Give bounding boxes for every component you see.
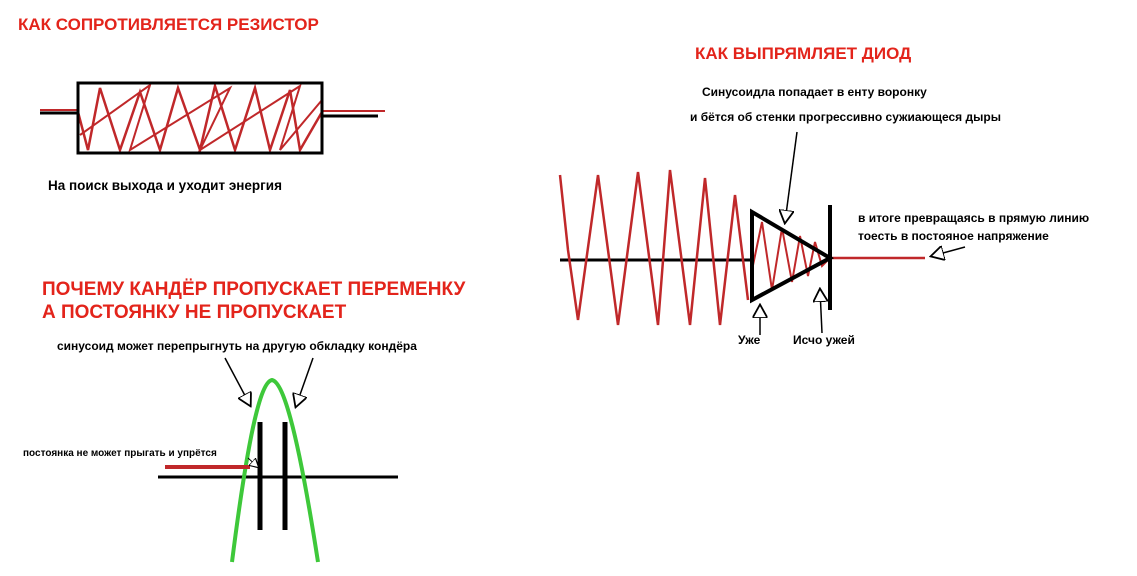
diode-label-narrow: Уже: [738, 333, 761, 347]
diode-result-line1: в итоге превращаясь в прямую линию: [858, 211, 1090, 225]
capacitor-sine-note: синусоид может перепрыгнуть на другую об…: [57, 339, 417, 353]
diode-note-line1: Синусоидла попадает в енту воронку: [702, 85, 927, 99]
capacitor-title-line2: А ПОСТОЯНКУ НЕ ПРОПУСКАЕТ: [42, 302, 347, 323]
capacitor-dc-note: постоянка не может прыгать и упрётся: [23, 448, 217, 459]
diode-note-line2: и бётся об стенки прогрессивно сужиающес…: [690, 110, 1001, 124]
capacitor-drawing: [158, 357, 398, 563]
diode-drawing: [558, 131, 966, 335]
capacitor-title-line1: ПОЧЕМУ КАНДЁР ПРОПУСКАЕТ ПЕРЕМЕНКУ: [42, 279, 466, 300]
diode-result-line2: тоесть в постояное напряжение: [858, 229, 1049, 243]
diode-title: КАК ВЫПРЯМЛЯЕТ ДИОД: [695, 44, 912, 63]
diode-label-narrower: Исчо ужей: [793, 333, 855, 347]
resistor-caption: На поиск выхода и уходит энергия: [48, 178, 282, 193]
resistor-title: КАК СОПРОТИВЛЯЕТСЯ РЕЗИСТОР: [18, 15, 319, 34]
resistor-drawing: [40, 81, 385, 155]
